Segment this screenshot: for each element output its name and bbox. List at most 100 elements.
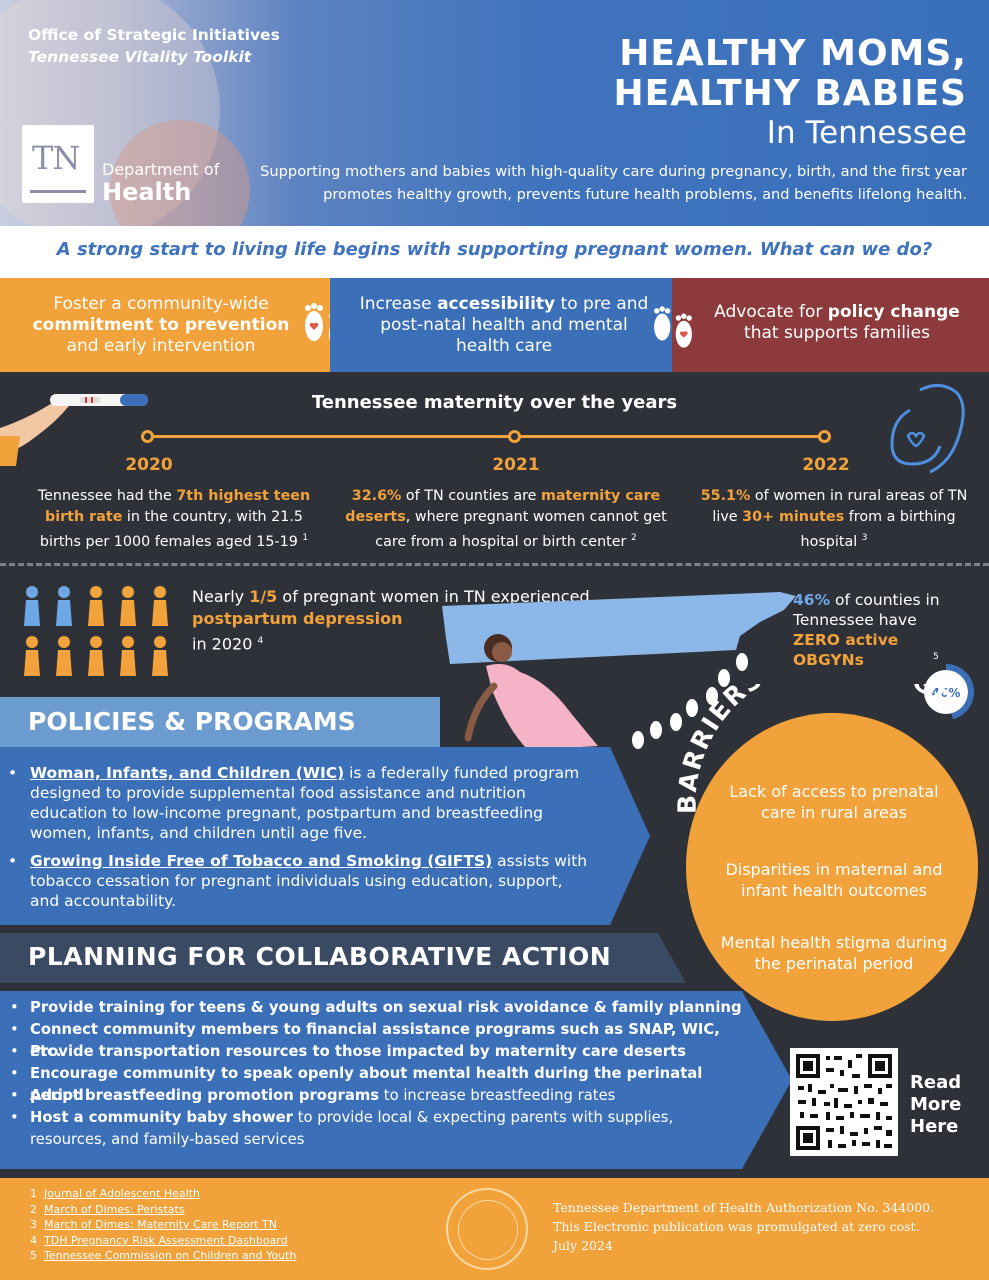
action-1-post: and early intervention bbox=[66, 336, 256, 356]
tl-2022-post: from a birthing hospital bbox=[800, 509, 956, 550]
tl-2021-post: , where pregnant women cannot get care f… bbox=[375, 509, 667, 550]
page-title-line1: HEALTHY MOMS, bbox=[619, 33, 967, 74]
tl-2021-highlight: 32.6% bbox=[351, 488, 402, 504]
person-icon bbox=[88, 636, 104, 676]
planning-panel: •Provide training for teens & young adul… bbox=[0, 991, 792, 1169]
read-more-line1: Read bbox=[910, 1072, 962, 1093]
depression-stat: Nearly 1/5 of pregnant women in TN exper… bbox=[192, 586, 590, 655]
read-more-line2: More bbox=[910, 1094, 962, 1115]
person-icon bbox=[56, 586, 72, 626]
read-more-line3: Here bbox=[910, 1116, 959, 1137]
policy-link-gifts[interactable]: Growing Inside Free of Tobacco and Smoki… bbox=[30, 852, 493, 870]
org-name: Office of Strategic Initiatives bbox=[28, 26, 280, 44]
tl-2022-highlight2: 30+ minutes bbox=[742, 509, 845, 525]
dept-name-line2: Health bbox=[102, 178, 192, 206]
reference-item: 2 March of Dimes: Peristats bbox=[30, 1202, 296, 1218]
pregnant-woman-illustration bbox=[464, 634, 598, 750]
logo-bar bbox=[30, 190, 86, 193]
action-boxes: Foster a community-wide commitment to pr… bbox=[0, 278, 989, 372]
ref-num: 2 bbox=[30, 1202, 37, 1216]
obgyn-donut-chart: 46% bbox=[924, 664, 974, 720]
reference-item: 1 Journal of Adolescent Health bbox=[30, 1186, 296, 1202]
person-icon bbox=[24, 636, 40, 676]
timeline-year: 2022 bbox=[802, 455, 850, 475]
reference-link[interactable]: March of Dimes: Maternity Care Report TN bbox=[44, 1218, 277, 1231]
plan-item: •Adopt breastfeeding promotion programs … bbox=[10, 1087, 616, 1104]
plan-text: to increase breastfeeding rates bbox=[379, 1087, 616, 1104]
timeline-line bbox=[147, 435, 825, 438]
tl-2022-highlight: 55.1% bbox=[700, 488, 751, 504]
reference-item: 3 March of Dimes: Maternity Care Report … bbox=[30, 1217, 296, 1233]
read-more-label[interactable]: Read More Here bbox=[910, 1072, 961, 1138]
planning-title: PLANNING FOR COLLABORATIVE ACTION bbox=[28, 942, 612, 971]
ref-num: 5 bbox=[30, 1249, 37, 1262]
plan-item: •Encourage community to speak openly abo… bbox=[10, 1065, 703, 1104]
dep-fraction: 1/5 bbox=[249, 587, 278, 606]
header-banner: Office of Strategic Initiatives Tennesse… bbox=[0, 0, 989, 226]
header-description: Supporting mothers and babies with high-… bbox=[260, 163, 967, 203]
tl-2021-mid: of TN counties are bbox=[401, 488, 541, 504]
dep-post: in 2020 bbox=[192, 634, 253, 654]
pregnant-woman-outline-icon bbox=[890, 384, 965, 474]
dept-name-line1: Department of bbox=[102, 160, 220, 179]
plan-bold: Connect community members to financial a… bbox=[30, 1021, 720, 1060]
reference-link[interactable]: Tennessee Commission on Children and You… bbox=[44, 1249, 297, 1262]
ref-num: 4 bbox=[30, 1233, 37, 1247]
plan-item: •Connect community members to financial … bbox=[10, 1021, 720, 1060]
plan-bold: Encourage community to speak openly abou… bbox=[30, 1065, 703, 1104]
barrier-item: Lack of access to prenatal care in rural… bbox=[729, 782, 939, 822]
obgyn-stat: 46% of counties in Tennessee have ZERO a… bbox=[793, 590, 989, 670]
reference-item: 4 TDH Pregnancy Risk Assessment Dashboar… bbox=[30, 1233, 296, 1249]
tl-2022-mid: of women in rural areas of TN live bbox=[712, 488, 968, 525]
policies-header: POLICIES & PROGRAMS bbox=[0, 697, 440, 747]
reference-link[interactable]: March of Dimes: Peristats bbox=[44, 1202, 185, 1216]
qr-code[interactable] bbox=[790, 1048, 898, 1156]
reference-item: 5 Tennessee Commission on Children and Y… bbox=[30, 1248, 296, 1264]
tl-2021-highlight2: maternity care deserts bbox=[345, 488, 661, 525]
timeline-dot bbox=[508, 430, 521, 443]
timeline-dot bbox=[818, 430, 831, 443]
timeline-year: 2020 bbox=[125, 455, 173, 475]
bullet: • bbox=[8, 764, 18, 782]
ref-marker: 1 bbox=[302, 533, 309, 543]
tennessee-map bbox=[442, 592, 796, 664]
barrier-item: Mental health stigma during the perinata… bbox=[720, 933, 948, 973]
person-icon bbox=[120, 636, 136, 676]
plan-bold: Host a community baby shower bbox=[30, 1109, 293, 1126]
person-icon bbox=[152, 636, 168, 676]
tagline-text: A strong start to living life begins wit… bbox=[56, 239, 933, 260]
auth-line1: Tennessee Department of Health Authoriza… bbox=[553, 1200, 935, 1215]
action-1-bold: commitment to prevention bbox=[32, 315, 290, 335]
action-2-pre: Increase bbox=[359, 294, 438, 314]
ref-marker: 5 bbox=[933, 651, 939, 662]
timeline-text-2022: 55.1% of women in rural areas of TN live… bbox=[696, 486, 972, 553]
policy-link-wic[interactable]: Woman, Infants, and Children (WIC) bbox=[30, 764, 345, 782]
tl-2020-highlight: 7th highest teen birth rate bbox=[44, 488, 311, 525]
ref-marker: 3 bbox=[861, 533, 868, 543]
action-2-bold: accessibility bbox=[437, 294, 556, 314]
footer: 1 Journal of Adolescent Health 2 March o… bbox=[0, 1178, 989, 1280]
action-text-3: Advocate for policy change that supports… bbox=[702, 302, 972, 344]
obgyn-highlight: ZERO active OBGYNs bbox=[793, 631, 899, 669]
reference-link[interactable]: TDH Pregnancy Risk Assessment Dashboard bbox=[44, 1233, 288, 1247]
bullet: • bbox=[8, 852, 18, 870]
action-box-policy: Advocate for policy change that supports… bbox=[654, 278, 989, 372]
logo-tn-text: TN bbox=[32, 139, 80, 177]
toolkit-name: Tennessee Vitality Toolkit bbox=[28, 48, 252, 66]
page-subtitle: In Tennessee bbox=[766, 115, 967, 151]
action-2-post: to pre and post-natal health and mental … bbox=[380, 294, 649, 356]
planning-header: PLANNING FOR COLLABORATIVE ACTION bbox=[0, 933, 686, 983]
reference-link[interactable]: Journal of Adolescent Health bbox=[44, 1187, 200, 1200]
policy-item: • Woman, Infants, and Children (WIC) is … bbox=[8, 763, 588, 843]
policy-item: • Growing Inside Free of Tobacco and Smo… bbox=[8, 851, 588, 911]
plan-text: to provide local & expecting parents wit… bbox=[30, 1109, 674, 1148]
ref-marker: 2 bbox=[630, 533, 637, 543]
dep-highlight: postpartum depression bbox=[192, 609, 403, 628]
background-photo-hand bbox=[110, 120, 250, 226]
action-3-pre: Advocate for bbox=[714, 302, 828, 322]
obgyn-pct: 46% bbox=[793, 591, 831, 609]
person-icon bbox=[88, 586, 104, 626]
plan-bold: Adopt breastfeeding promotion programs bbox=[30, 1087, 380, 1104]
timeline-text-2021: 32.6% of TN counties are maternity care … bbox=[338, 486, 674, 553]
page-title-line2: HEALTHY BABIES bbox=[613, 73, 967, 114]
